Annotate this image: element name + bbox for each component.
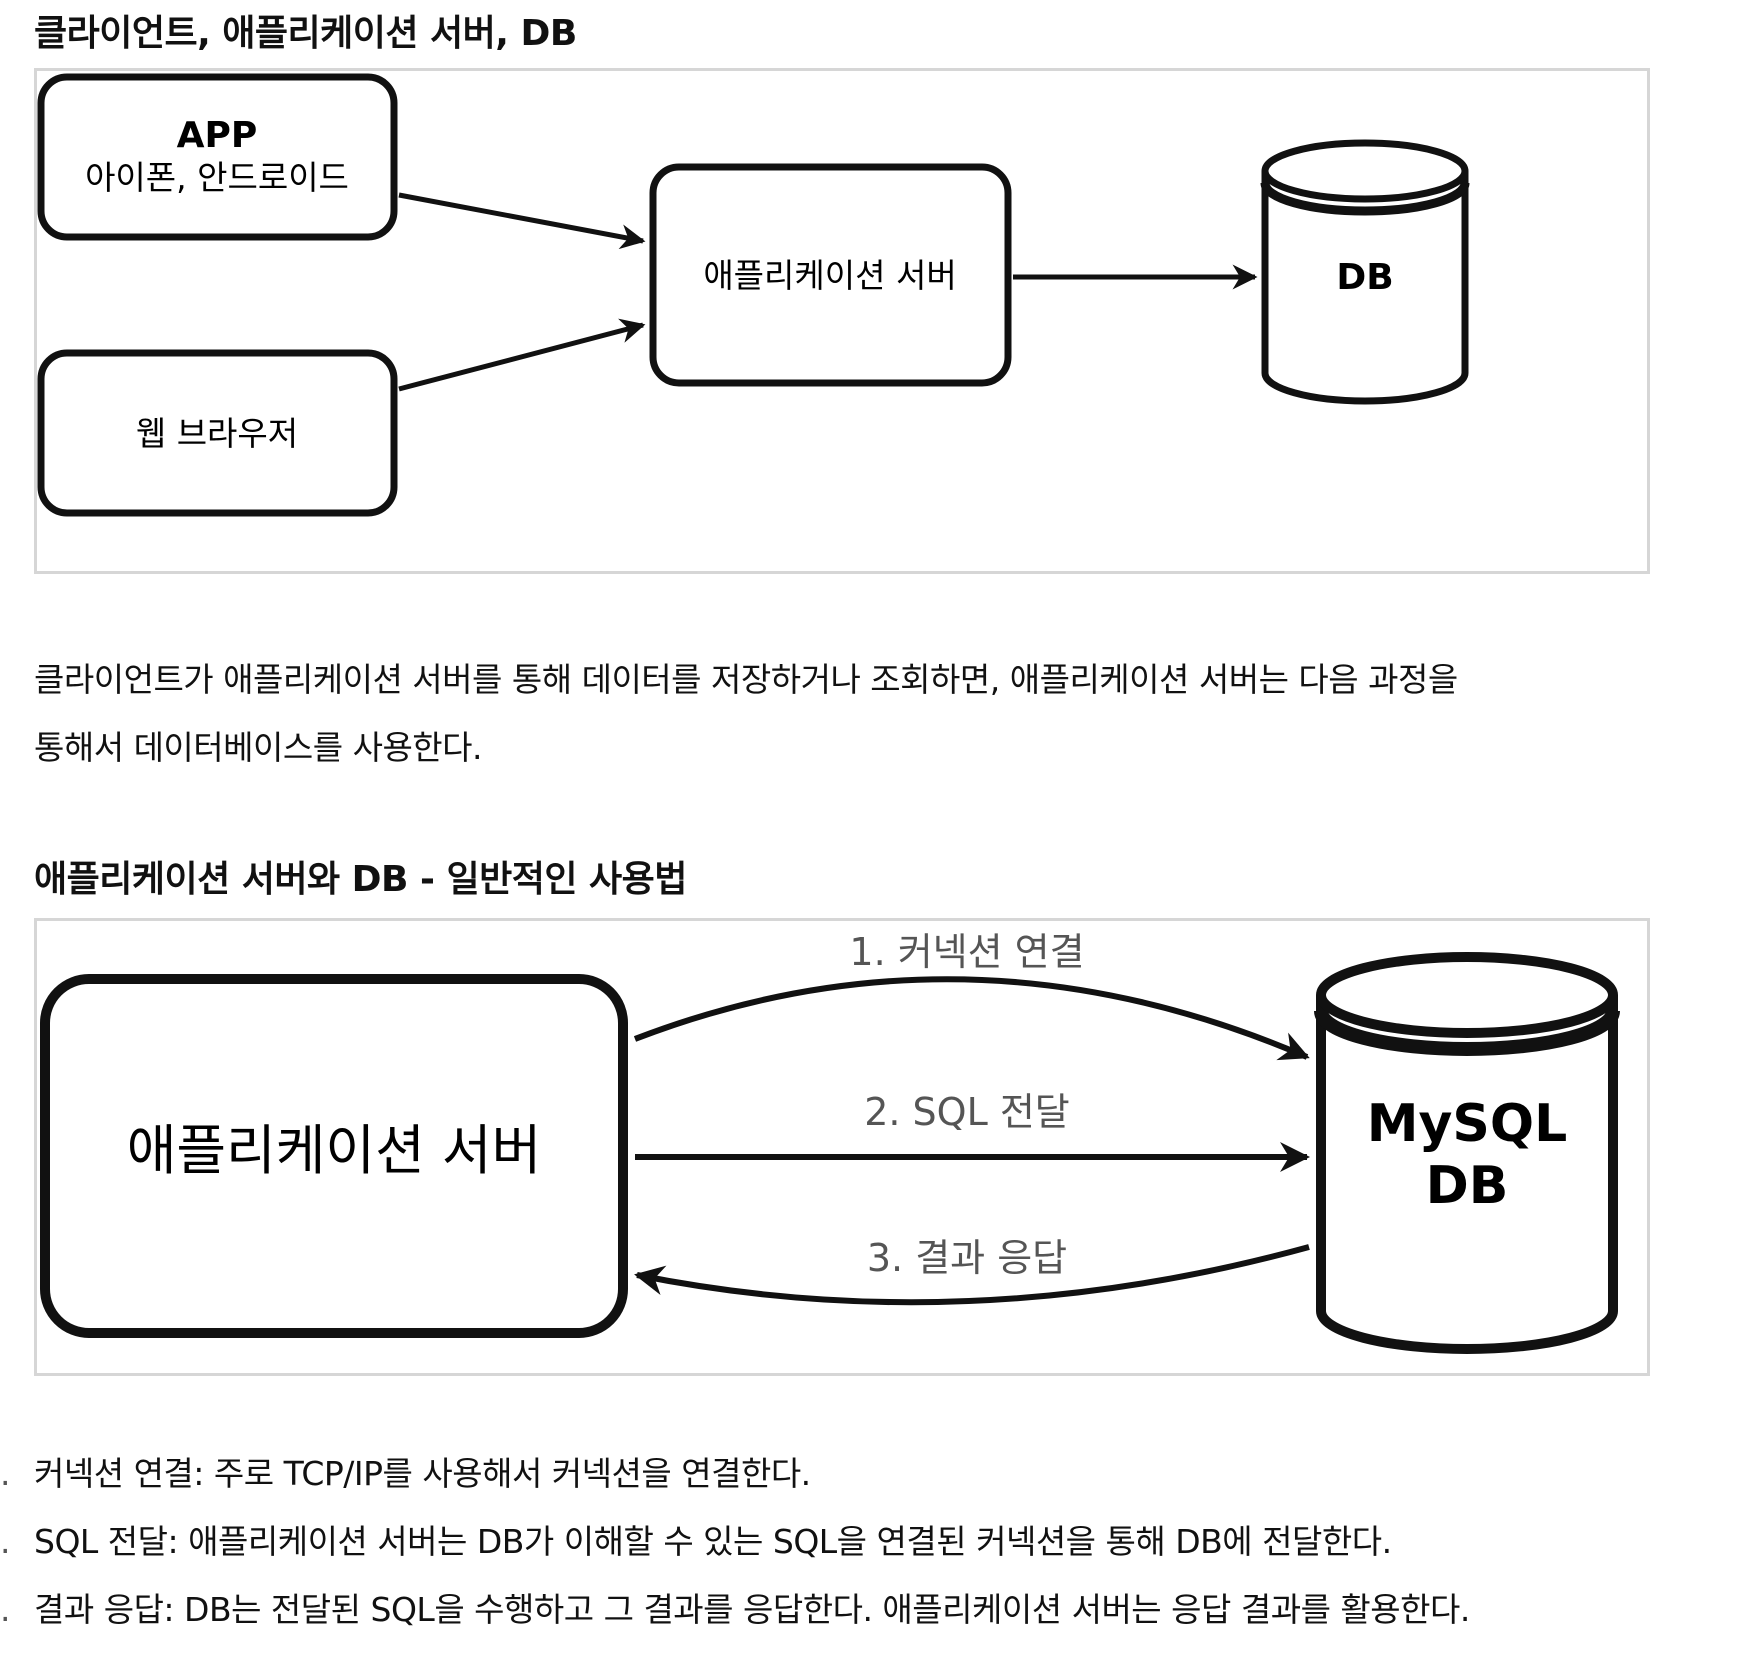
mysql-label: MySQL xyxy=(1367,1094,1567,1154)
server-box-large-label: 애플리케이션 서버 xyxy=(127,1119,542,1182)
bullet: . xyxy=(0,1454,11,1493)
arrow-sql-transfer-label: 2. SQL 전달 xyxy=(864,1090,1070,1134)
list-item: . SQL 전달: 애플리케이션 서버는 DB가 이해할 수 있는 SQL을 연… xyxy=(0,1508,1470,1576)
architecture-diagram: APP 아이폰, 안드로이드 웹 브라우저 애플리케이션 서버 DB xyxy=(34,68,1650,574)
arrow-result-response-label: 3. 결과 응답 xyxy=(867,1236,1067,1280)
intro-paragraph: 클라이언트가 애플리케이션 서버를 통해 데이터를 저장하거나 조회하면, 애플… xyxy=(34,646,1674,782)
step-text-result: 결과 응답: DB는 전달된 SQL을 수행하고 그 결과를 응답한다. 애플리… xyxy=(34,1590,1470,1629)
app-client-box: APP 아이폰, 안드로이드 xyxy=(37,73,398,241)
bullet: . xyxy=(0,1590,11,1629)
arrow-connection xyxy=(633,976,1310,1061)
db-cylinder: DB xyxy=(1260,139,1470,405)
arrow-result-response xyxy=(634,1244,1310,1306)
browser-box-label: 웹 브라우저 xyxy=(136,414,298,453)
bullet: . xyxy=(0,1522,11,1561)
web-browser-box: 웹 브라우저 xyxy=(37,349,398,517)
app-box-title: APP xyxy=(177,115,258,156)
application-server-box-large: 애플리케이션 서버 xyxy=(40,974,628,1338)
mysql-db-cylinder: MySQL DB xyxy=(1314,952,1620,1354)
list-item: . 결과 응답: DB는 전달된 SQL을 수행하고 그 결과를 응답한다. 애… xyxy=(0,1576,1470,1644)
list-item: . 커넥션 연결: 주로 TCP/IP를 사용해서 커넥션을 연결한다. xyxy=(0,1440,1470,1508)
step-text-sql: SQL 전달: 애플리케이션 서버는 DB가 이해할 수 있는 SQL을 연결된… xyxy=(34,1522,1392,1561)
arrow-browser-to-server xyxy=(398,318,646,392)
application-server-box: 애플리케이션 서버 xyxy=(649,163,1012,387)
steps-list: . 커넥션 연결: 주로 TCP/IP를 사용해서 커넥션을 연결한다. . S… xyxy=(0,1440,1470,1644)
section-heading-typical-usage: 애플리케이션 서버와 DB - 일반적인 사용법 xyxy=(34,859,687,900)
usage-diagram-canvas: 애플리케이션 서버 MySQL DB 1. 커넥션 연결 2. SQL 전달 3… xyxy=(40,930,1620,1354)
intro-paragraph-line-1: 클라이언트가 애플리케이션 서버를 통해 데이터를 저장하거나 조회하면, 애플… xyxy=(34,660,1458,699)
db-label-large: DB xyxy=(1426,1156,1509,1216)
arrow-app-to-server xyxy=(398,192,646,250)
app-box-subtitle: 아이폰, 안드로이드 xyxy=(85,158,349,197)
server-box-label: 애플리케이션 서버 xyxy=(703,256,956,295)
step-text-connection: 커넥션 연결: 주로 TCP/IP를 사용해서 커넥션을 연결한다. xyxy=(34,1454,811,1493)
arrow-connection-label: 1. 커넥션 연결 xyxy=(849,930,1084,974)
architecture-diagram-canvas: APP 아이폰, 안드로이드 웹 브라우저 애플리케이션 서버 DB xyxy=(37,73,1470,517)
db-label: DB xyxy=(1336,257,1393,298)
section-heading-architecture: 클라이언트, 애플리케이션 서버, DB xyxy=(34,13,577,54)
usage-diagram: 애플리케이션 서버 MySQL DB 1. 커넥션 연결 2. SQL 전달 3… xyxy=(34,918,1650,1376)
intro-paragraph-line-2: 통해서 데이터베이스를 사용한다. xyxy=(34,728,483,767)
